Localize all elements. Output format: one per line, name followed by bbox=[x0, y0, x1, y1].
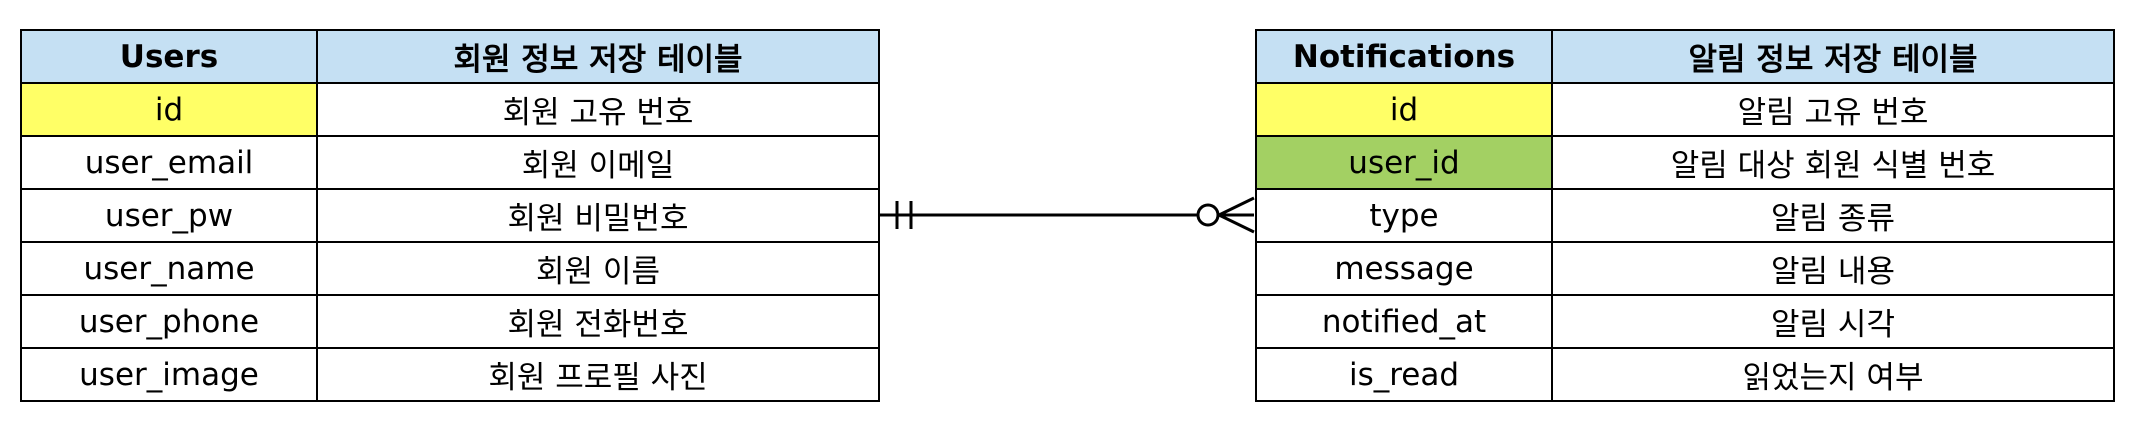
table-row: user_image 회원 프로필 사진 bbox=[20, 347, 880, 402]
table-row: user_id 알림 대상 회원 식별 번호 bbox=[1255, 135, 2115, 190]
field-description: 회원 비밀번호 bbox=[316, 188, 880, 243]
field-description: 회원 이름 bbox=[316, 241, 880, 296]
table-row: user_name 회원 이름 bbox=[20, 241, 880, 296]
field-name: user_name bbox=[20, 241, 318, 296]
table-row: is_read 읽었는지 여부 bbox=[1255, 347, 2115, 402]
notifications-table: Notifications 알림 정보 저장 테이블 id 알림 고유 번호 u… bbox=[1255, 29, 2115, 402]
users-table-header: Users 회원 정보 저장 테이블 bbox=[20, 29, 880, 84]
field-description: 읽었는지 여부 bbox=[1551, 347, 2115, 402]
field-name: is_read bbox=[1255, 347, 1553, 402]
field-description: 알림 시각 bbox=[1551, 294, 2115, 349]
users-table-name: Users bbox=[20, 29, 318, 84]
table-row: message 알림 내용 bbox=[1255, 241, 2115, 296]
field-name: notified_at bbox=[1255, 294, 1553, 349]
field-name: user_phone bbox=[20, 294, 318, 349]
field-description: 알림 내용 bbox=[1551, 241, 2115, 296]
field-name: user_email bbox=[20, 135, 318, 190]
zero-cardinality-circle bbox=[1196, 203, 1220, 227]
field-name: message bbox=[1255, 241, 1553, 296]
notifications-table-name: Notifications bbox=[1255, 29, 1553, 84]
users-table: Users 회원 정보 저장 테이블 id 회원 고유 번호 user_emai… bbox=[20, 29, 880, 402]
field-description: 회원 프로필 사진 bbox=[316, 347, 880, 402]
field-description: 회원 고유 번호 bbox=[316, 82, 880, 137]
field-description: 회원 전화번호 bbox=[316, 294, 880, 349]
table-row: type 알림 종류 bbox=[1255, 188, 2115, 243]
field-name: user_id bbox=[1255, 135, 1553, 190]
field-description: 알림 대상 회원 식별 번호 bbox=[1551, 135, 2115, 190]
field-name: id bbox=[1255, 82, 1553, 137]
table-row: user_phone 회원 전화번호 bbox=[20, 294, 880, 349]
field-name: user_pw bbox=[20, 188, 318, 243]
field-description: 알림 고유 번호 bbox=[1551, 82, 2115, 137]
notifications-table-header: Notifications 알림 정보 저장 테이블 bbox=[1255, 29, 2115, 84]
field-name: id bbox=[20, 82, 318, 137]
field-name: type bbox=[1255, 188, 1553, 243]
table-row: notified_at 알림 시각 bbox=[1255, 294, 2115, 349]
crow-foot-lower bbox=[1218, 213, 1255, 234]
table-row: id 회원 고유 번호 bbox=[20, 82, 880, 137]
field-description: 회원 이메일 bbox=[316, 135, 880, 190]
field-name: user_image bbox=[20, 347, 318, 402]
table-row: user_email 회원 이메일 bbox=[20, 135, 880, 190]
table-row: id 알림 고유 번호 bbox=[1255, 82, 2115, 137]
field-description: 알림 종류 bbox=[1551, 188, 2115, 243]
users-table-description: 회원 정보 저장 테이블 bbox=[316, 29, 880, 84]
table-row: user_pw 회원 비밀번호 bbox=[20, 188, 880, 243]
notifications-table-description: 알림 정보 저장 테이블 bbox=[1551, 29, 2115, 84]
crow-foot-upper bbox=[1218, 196, 1255, 217]
